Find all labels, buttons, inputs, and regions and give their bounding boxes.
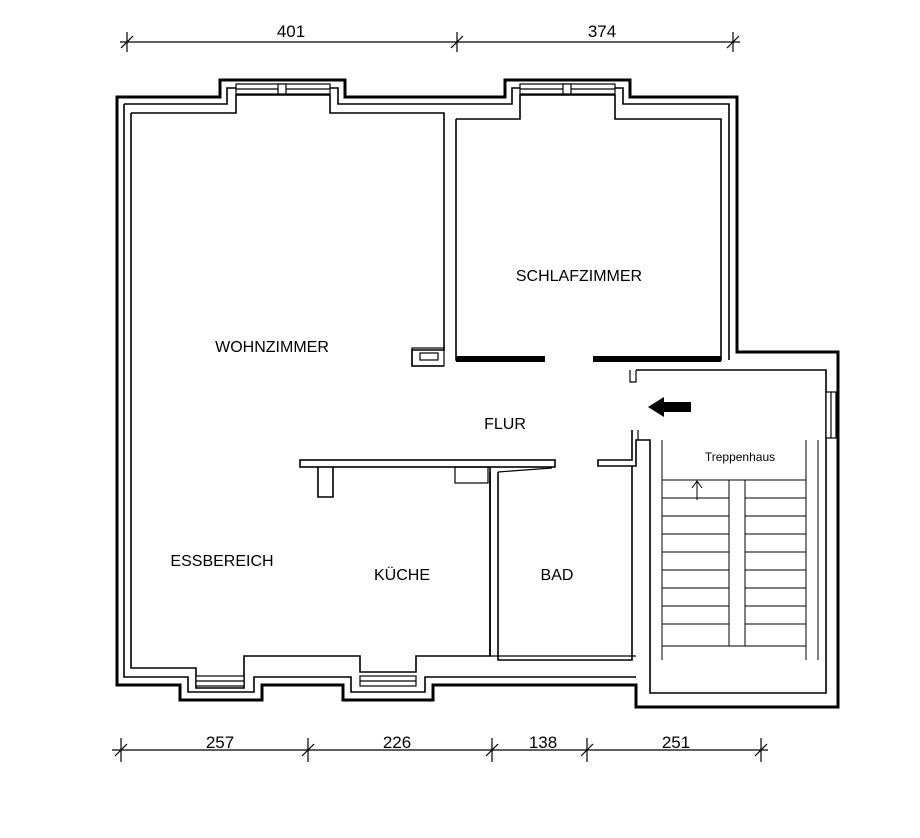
- bottom-dimension-line: [112, 738, 768, 762]
- inner-wall-bedroom: [456, 94, 722, 361]
- top-dimension-line: [120, 32, 740, 52]
- dimension-top-2: 374: [588, 22, 616, 41]
- stairwell-post: [629, 370, 637, 383]
- dimension-bottom-1: 257: [206, 733, 234, 752]
- chimney: [411, 347, 445, 367]
- room-label-flur: FLUR: [484, 416, 526, 433]
- wall-kitchen-hall: [299, 459, 556, 468]
- room-label-treppenhaus: Treppenhaus: [705, 450, 775, 464]
- window-living-mullion: [277, 83, 287, 95]
- stair-stringer: [728, 479, 746, 647]
- wall-bedroom-hall-right: [593, 356, 721, 362]
- chimney-inner: [419, 352, 439, 361]
- outer-wall-inner-line: [124, 87, 730, 360]
- dimension-top-1: 401: [277, 22, 305, 41]
- kitchen-wall-stub: [317, 467, 334, 498]
- dimension-bottom-2: 226: [383, 733, 411, 752]
- room-label-bad: BAD: [541, 567, 574, 584]
- stairs: [649, 440, 819, 660]
- room-label-schlafzimmer: SCHLAFZIMMER: [516, 268, 642, 285]
- kitchen-shaft: [454, 466, 489, 484]
- inner-wall-bedroom-left: [455, 119, 545, 361]
- entry-arrow-icon: [648, 397, 691, 417]
- dimension-bottom-4: 251: [662, 733, 690, 752]
- inner-wall-living: [131, 94, 445, 367]
- inner-wall-living-left: [130, 113, 491, 689]
- outer-wall: [115, 78, 840, 709]
- bathroom-wall: [497, 466, 633, 661]
- room-label-wohnzimmer: WOHNZIMMER: [215, 339, 329, 356]
- outer-wall-inner-line-left: [123, 104, 636, 693]
- bathroom-wall-top: [497, 467, 553, 473]
- stair-arrow-icon: [691, 480, 703, 500]
- wall-bedroom-hall-left: [456, 356, 545, 362]
- window-bedroom-mullion: [562, 83, 572, 95]
- dimension-bottom-3: 138: [529, 733, 557, 752]
- room-label-essbereich: ESSBEREICH: [170, 553, 273, 570]
- room-label-kueche: KÜCHE: [374, 566, 430, 584]
